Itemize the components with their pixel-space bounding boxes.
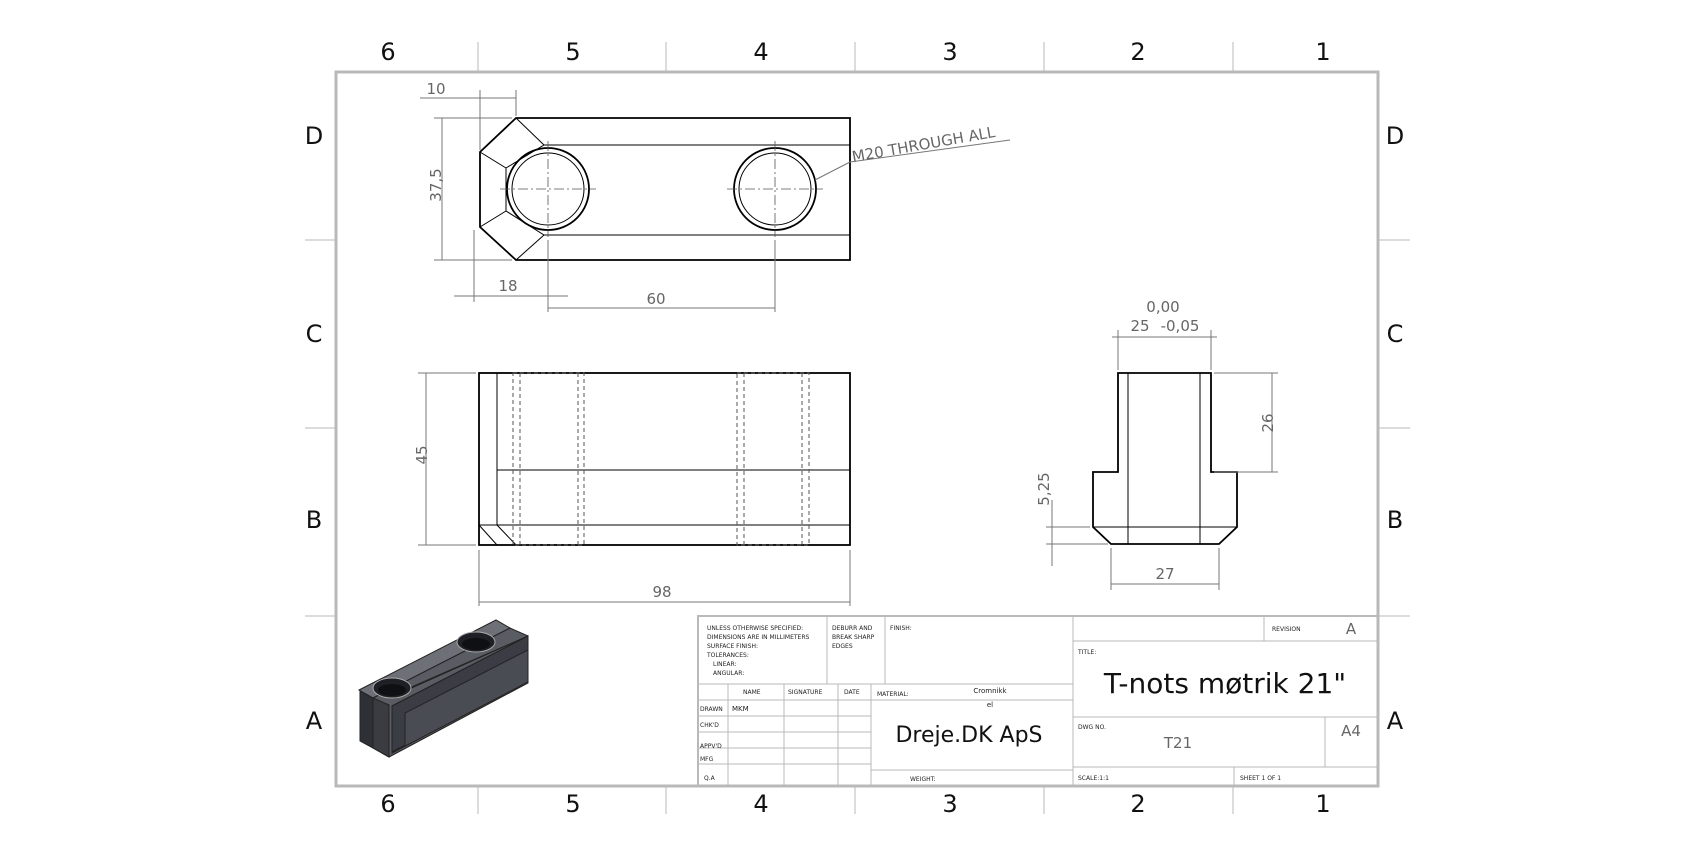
note-line: SURFACE FINISH:: [707, 643, 758, 650]
front-view-dimensions: 45 98: [413, 372, 851, 606]
dimension-neck-26: 26: [1259, 413, 1277, 432]
side-view-dimensions: 0,00 25 -0,05 26 5,25 27: [1035, 298, 1278, 590]
material-value-cont: el: [987, 701, 993, 709]
zone-row-label: A: [306, 707, 323, 735]
zone-row-label: C: [306, 320, 323, 348]
zone-column-label: 4: [753, 790, 768, 818]
note-line: TOLERANCES:: [706, 652, 749, 659]
front-view: [478, 372, 851, 546]
material-value: Cromnikk: [973, 687, 1007, 695]
zone-column-label: 2: [1130, 38, 1145, 66]
row-drawn: DRAWN: [700, 706, 723, 713]
dwg-number: T21: [1163, 734, 1192, 752]
tolerance-lower: -0,05: [1161, 317, 1200, 335]
revision-value: A: [1346, 620, 1357, 638]
hole-callout: M20 THROUGH ALL: [851, 123, 998, 166]
isometric-preview: [357, 619, 529, 758]
dwg-no-label: DWG NO.: [1078, 724, 1106, 731]
zone-column-label: 5: [565, 790, 580, 818]
zone-column-label: 3: [942, 38, 957, 66]
drawing-title: T-nots møtrik 21": [1103, 667, 1346, 700]
zone-column-label: 1: [1315, 790, 1330, 818]
note-line: UNLESS OTHERWISE SPECIFIED:: [707, 625, 803, 632]
deburr-note: EDGES: [832, 643, 853, 650]
sheet-size: A4: [1341, 722, 1361, 740]
note-line: DIMENSIONS ARE IN MILLIMETERS: [707, 634, 809, 641]
company-name: Dreje.DK ApS: [895, 723, 1042, 748]
top-view: [479, 117, 851, 261]
dimension-length-98: 98: [652, 583, 671, 601]
note-line: ANGULAR:: [713, 670, 744, 677]
zone-column-label: 3: [942, 790, 957, 818]
zone-row-label: C: [1387, 320, 1404, 348]
zone-column-label: 2: [1130, 790, 1145, 818]
finish-label: FINISH:: [890, 625, 912, 632]
dimension-height: 37,5: [427, 168, 445, 201]
dimension-height-45: 45: [413, 445, 431, 464]
title-label: TITLE:: [1077, 649, 1096, 656]
deburr-note: DEBURR AND: [832, 625, 873, 632]
zone-row-label: D: [1386, 122, 1404, 150]
row-checked: CHK'D: [700, 722, 719, 729]
column-date: DATE: [844, 689, 860, 696]
zone-column-label: 1: [1315, 38, 1330, 66]
zone-column-label: 6: [380, 38, 395, 66]
row-qa: Q.A: [704, 775, 716, 782]
dimension-hole-edge: 18: [498, 277, 517, 295]
note-line: LINEAR:: [713, 661, 737, 668]
material-label: MATERIAL:: [877, 691, 909, 698]
column-signature: SIGNATURE: [788, 689, 823, 696]
drawn-by: MKM: [732, 705, 749, 713]
dimension-width-25: 25: [1130, 317, 1149, 335]
deburr-note: BREAK SHARP: [832, 634, 875, 641]
sheet-count: SHEET 1 OF 1: [1240, 775, 1281, 782]
zone-row-label: D: [305, 122, 323, 150]
title-block: UNLESS OTHERWISE SPECIFIED: DIMENSIONS A…: [697, 615, 1379, 787]
row-approved: APPV'D: [700, 743, 722, 750]
row-mfg: MFG: [700, 756, 714, 763]
side-view: [1092, 372, 1238, 545]
zone-row-label: B: [1387, 506, 1403, 534]
zone-column-label: 5: [565, 38, 580, 66]
zone-row-label: A: [1387, 707, 1404, 735]
weight-label: WEIGHT:: [910, 776, 936, 783]
dimension-base-27: 27: [1155, 565, 1174, 583]
revision-label: REVISION: [1272, 626, 1301, 633]
scale: SCALE:1:1: [1078, 775, 1109, 782]
column-name: NAME: [743, 689, 761, 696]
dimension-flange-5-25: 5,25: [1035, 472, 1053, 505]
tolerance-upper: 0,00: [1146, 298, 1179, 316]
dimension-hole-spacing: 60: [646, 290, 665, 308]
dimension-offset: 10: [426, 80, 445, 98]
zone-column-label: 6: [380, 790, 395, 818]
zone-column-label: 4: [753, 38, 768, 66]
zone-row-label: B: [306, 506, 322, 534]
